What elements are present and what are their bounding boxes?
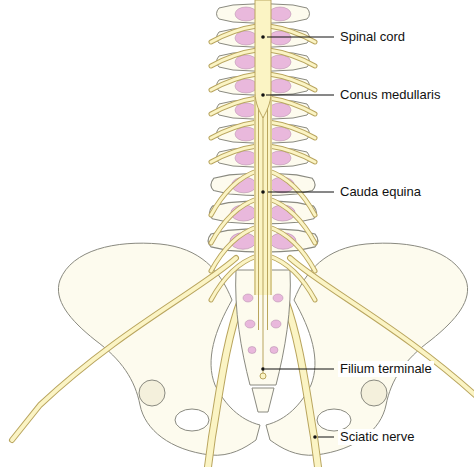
sacral-foramen	[273, 294, 283, 302]
leader-line	[266, 95, 334, 96]
leader-dot	[261, 367, 265, 371]
filum-end	[260, 373, 266, 379]
part-label: Filium terminale	[338, 361, 434, 377]
cauda-equina-bundle	[254, 95, 272, 379]
leader-lines	[261, 35, 334, 439]
sacral-foramen	[248, 347, 256, 354]
sacral-foramen	[245, 320, 255, 328]
leader-dot	[261, 35, 265, 39]
part-label: Conus medullaris	[338, 87, 442, 103]
leader-line	[318, 437, 334, 438]
leader-dot	[313, 435, 317, 439]
coccyx	[252, 388, 274, 412]
leader-dot	[261, 190, 265, 194]
part-label: Spinal cord	[338, 29, 407, 45]
part-label: Cauda equina	[338, 184, 423, 200]
pelvis	[12, 243, 474, 467]
leader-line	[267, 37, 334, 38]
spinal-cord	[255, 0, 271, 118]
sacral-foramen	[243, 294, 253, 302]
nerve-fibres	[255, 95, 271, 375]
leader-line	[268, 192, 334, 193]
sacral-foramen	[271, 320, 281, 328]
leader-dot	[261, 93, 265, 97]
pelvis-left	[12, 243, 260, 467]
part-label: Sciatic nerve	[338, 429, 416, 445]
leader-line	[265, 369, 334, 370]
sacral-foramen	[270, 347, 278, 354]
